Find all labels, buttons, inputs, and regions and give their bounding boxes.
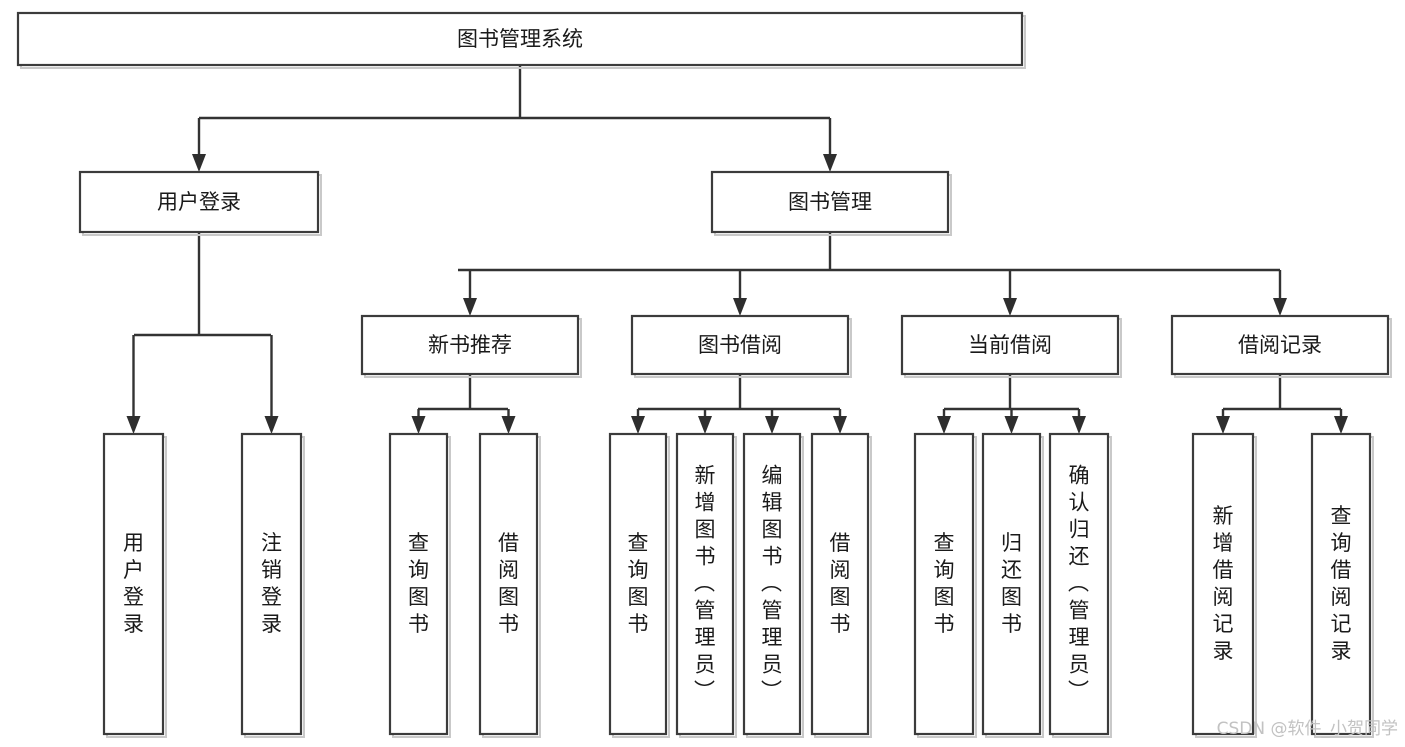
node-layer: 图书管理系统用户登录图书管理新书推荐图书借阅当前借阅借阅记录用户登录注销登录查询…	[16, 11, 1392, 738]
node-leaf-query-record[interactable]: 查询借阅记录	[1310, 432, 1374, 738]
node-leaf-borrow-book-1[interactable]: 借阅图书	[478, 432, 541, 738]
node-user-login[interactable]: 用户登录	[78, 170, 322, 236]
node-label-leaf-add-record: 新增借阅记录	[1213, 504, 1234, 663]
connector-drop-user-login	[192, 118, 206, 172]
node-leaf-return-book[interactable]: 归还图书	[981, 432, 1044, 738]
connector-bus-new-book	[418, 374, 508, 411]
connector-bus-borrow-record	[1223, 374, 1341, 411]
node-label-leaf-edit-book: 编辑图书（管理员）	[761, 464, 783, 704]
node-label-user-login: 用户登录	[157, 190, 241, 214]
node-label-root: 图书管理系统	[457, 27, 583, 51]
connector-drop-leaf-query-book-3	[937, 409, 951, 434]
node-label-leaf-confirm-return: 确认归还（管理员）	[1068, 464, 1090, 704]
connector-drop-leaf-borrow-book-2	[833, 409, 847, 434]
connector-drop-leaf-add-book	[698, 409, 712, 434]
connector-drop-borrow-record	[1273, 270, 1287, 316]
node-leaf-confirm-return[interactable]: 确认归还（管理员）	[1048, 432, 1112, 738]
connector-bus-book-manage	[458, 232, 1280, 272]
node-leaf-add-record[interactable]: 新增借阅记录	[1191, 432, 1257, 738]
node-label-leaf-query-record: 查询借阅记录	[1331, 504, 1352, 663]
connector-drop-leaf-edit-book	[765, 409, 779, 434]
watermark-label: CSDN @软件_小贺同学	[1217, 719, 1398, 739]
connector-drop-book-borrow	[733, 270, 747, 316]
node-label-leaf-query-book-2: 查询图书	[628, 531, 649, 636]
node-leaf-query-book-3[interactable]: 查询图书	[913, 432, 977, 738]
node-label-leaf-query-book-1: 查询图书	[408, 531, 429, 636]
node-label-leaf-borrow-book-2: 借阅图书	[830, 531, 851, 636]
node-leaf-logout[interactable]: 注销登录	[240, 432, 305, 738]
node-label-leaf-return-book: 归还图书	[1001, 531, 1022, 636]
node-label-borrow-record: 借阅记录	[1238, 333, 1322, 357]
connector-bus-root	[199, 65, 830, 120]
node-leaf-query-book-2[interactable]: 查询图书	[608, 432, 670, 738]
node-leaf-user-login[interactable]: 用户登录	[102, 432, 167, 738]
node-label-new-book-recommend: 新书推荐	[428, 333, 512, 357]
node-label-current-borrow: 当前借阅	[968, 333, 1052, 357]
node-borrow-record[interactable]: 借阅记录	[1170, 314, 1392, 378]
connector-drop-book-manage	[823, 118, 837, 172]
connector-drop-leaf-query-book-1	[411, 409, 426, 434]
node-book-manage[interactable]: 图书管理	[710, 170, 952, 236]
node-label-leaf-query-book-3: 查询图书	[934, 531, 955, 636]
connector-drop-leaf-query-record	[1334, 409, 1348, 434]
node-leaf-add-book[interactable]: 新增图书（管理员）	[675, 432, 737, 738]
connector-drop-new-book-recommend	[463, 270, 477, 316]
node-book-borrow[interactable]: 图书借阅	[630, 314, 852, 378]
node-new-book-recommend[interactable]: 新书推荐	[360, 314, 582, 378]
node-leaf-query-book-1[interactable]: 查询图书	[388, 432, 451, 738]
connector-bus-book-borrow	[638, 374, 840, 411]
node-label-leaf-borrow-book-1: 借阅图书	[498, 531, 519, 636]
node-label-leaf-user-login: 用户登录	[123, 531, 144, 636]
connector-drop-leaf-query-book-2	[631, 409, 645, 434]
connector-bus-user-login	[134, 232, 271, 337]
connector-drop-leaf-user-login	[126, 335, 141, 434]
node-leaf-borrow-book-2[interactable]: 借阅图书	[810, 432, 872, 738]
node-label-book-borrow: 图书借阅	[698, 333, 782, 357]
node-current-borrow[interactable]: 当前借阅	[900, 314, 1122, 378]
connector-drop-leaf-confirm-return	[1072, 409, 1086, 434]
connector-drop-leaf-logout	[264, 335, 279, 434]
node-label-book-manage: 图书管理	[788, 190, 872, 214]
connector-drop-leaf-return-book	[1004, 409, 1019, 434]
node-label-leaf-add-book: 新增图书（管理员）	[694, 464, 716, 704]
connector-drop-current-borrow	[1003, 270, 1017, 316]
node-root[interactable]: 图书管理系统	[16, 11, 1026, 69]
connector-drop-leaf-add-record	[1216, 409, 1230, 434]
connector-bus-current-borrow	[944, 374, 1079, 411]
node-leaf-edit-book[interactable]: 编辑图书（管理员）	[742, 432, 804, 738]
connector-drop-leaf-borrow-book-1	[501, 409, 516, 434]
connector-layer	[126, 65, 1348, 434]
node-label-leaf-logout: 注销登录	[261, 531, 282, 636]
